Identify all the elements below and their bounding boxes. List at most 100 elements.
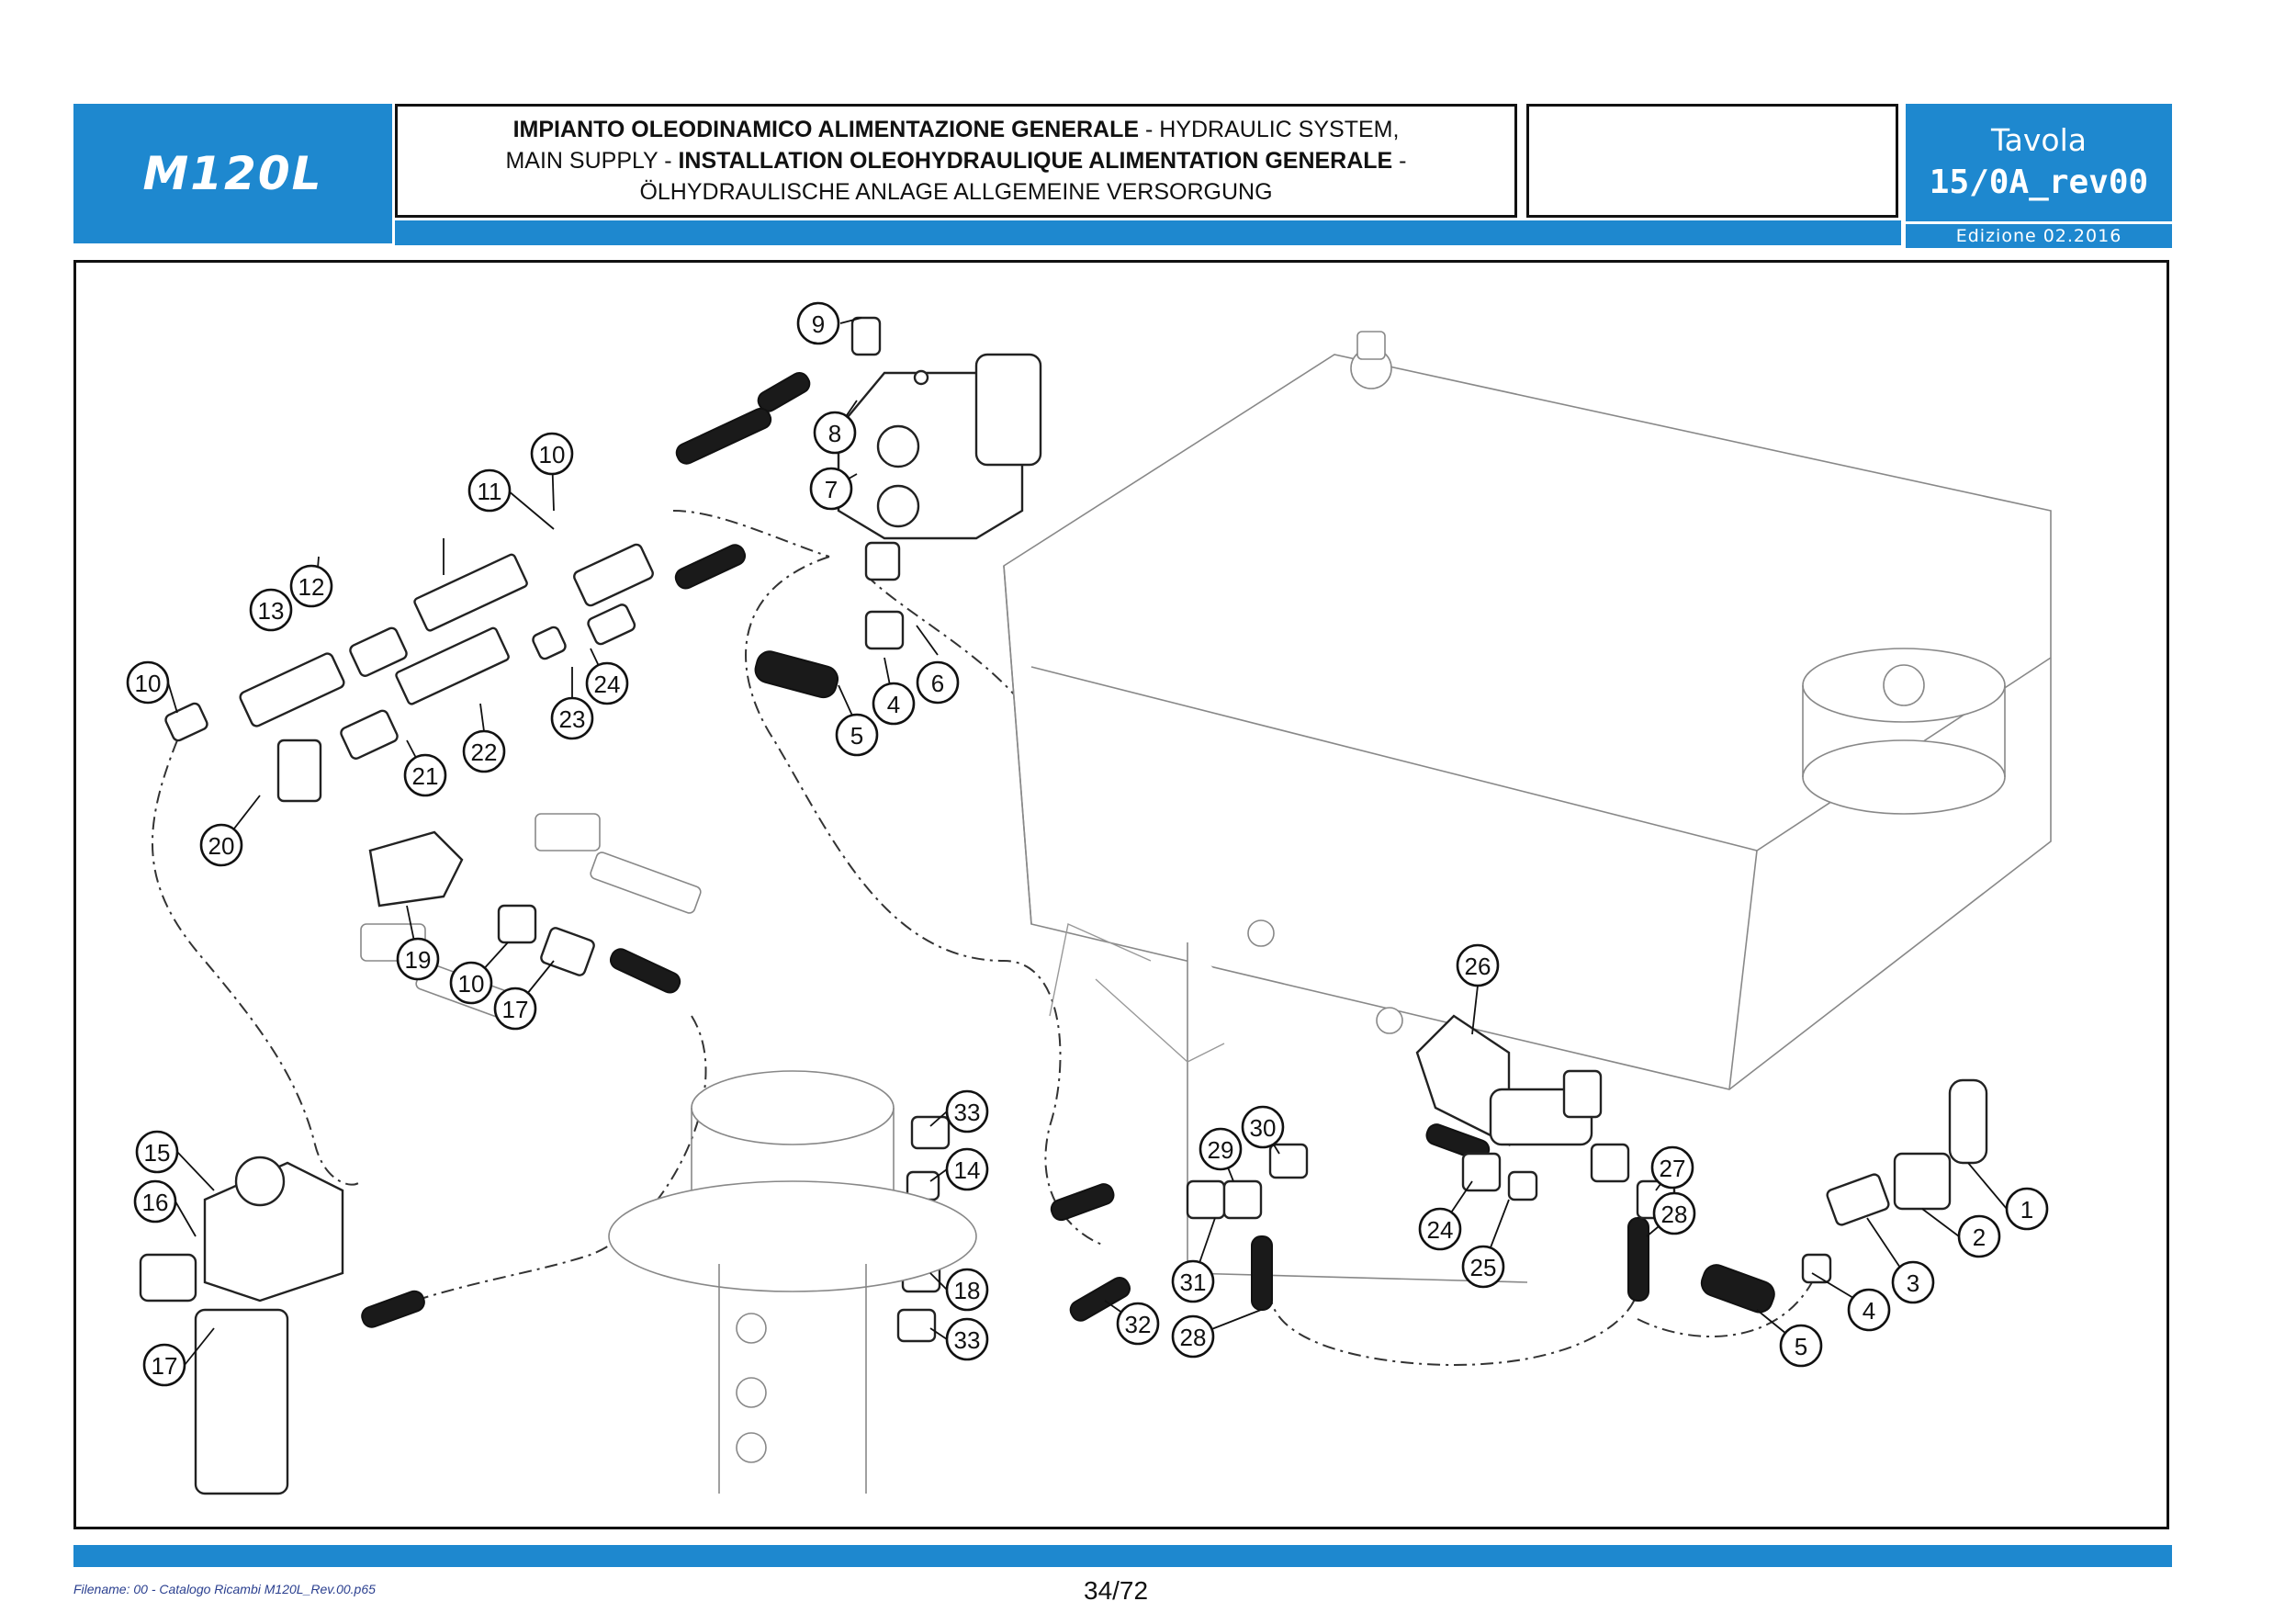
svg-text:20: 20 bbox=[208, 832, 235, 860]
svg-text:27: 27 bbox=[1660, 1155, 1686, 1182]
callout-6: 6 bbox=[916, 660, 960, 705]
svg-text:25: 25 bbox=[1470, 1254, 1497, 1281]
hose bbox=[1627, 1217, 1649, 1302]
hose bbox=[1069, 1277, 1131, 1322]
svg-text:33: 33 bbox=[954, 1099, 981, 1126]
svg-text:21: 21 bbox=[412, 762, 439, 790]
model-name: M120L bbox=[142, 147, 323, 200]
table-label: Tavola bbox=[1990, 122, 2088, 158]
hose-route-line bbox=[1269, 1291, 1638, 1367]
svg-text:17: 17 bbox=[152, 1352, 178, 1380]
svg-text:24: 24 bbox=[594, 671, 621, 698]
hose bbox=[1050, 1183, 1115, 1222]
callout-25: 25 bbox=[1461, 1245, 1505, 1289]
svg-text:33: 33 bbox=[954, 1326, 981, 1354]
page-title: IMPIANTO OLEODINAMICO ALIMENTAZIONE GENE… bbox=[395, 104, 1517, 218]
svg-text:13: 13 bbox=[258, 597, 285, 625]
table-code: 15/0A_rev00 bbox=[1929, 164, 2149, 201]
svg-text:18: 18 bbox=[954, 1277, 981, 1304]
title-line-3: ÖLHYDRAULISCHE ANLAGE ALLGEMEINE VERSORG… bbox=[639, 179, 1273, 205]
svg-text:14: 14 bbox=[954, 1156, 981, 1184]
svg-text:30: 30 bbox=[1250, 1114, 1277, 1142]
callout-5: 5 bbox=[1779, 1324, 1823, 1368]
callout-27: 27 bbox=[1650, 1145, 1694, 1190]
callout-23: 23 bbox=[550, 696, 594, 740]
svg-text:7: 7 bbox=[825, 476, 838, 503]
callout-9: 9 bbox=[796, 301, 840, 345]
callout-29: 29 bbox=[1199, 1127, 1243, 1171]
svg-text:23: 23 bbox=[559, 705, 586, 733]
hose bbox=[757, 372, 811, 412]
callout-24: 24 bbox=[1418, 1207, 1462, 1251]
svg-text:28: 28 bbox=[1661, 1201, 1688, 1228]
callout-4: 4 bbox=[872, 682, 916, 726]
title-line-1: IMPIANTO OLEODINAMICO ALIMENTAZIONE GENE… bbox=[512, 117, 1400, 142]
edition-text: Edizione 02.2016 bbox=[1955, 226, 2122, 246]
callout-18: 18 bbox=[945, 1268, 989, 1312]
svg-text:10: 10 bbox=[539, 441, 566, 468]
callout-14: 14 bbox=[945, 1147, 989, 1191]
callout-3: 3 bbox=[1891, 1260, 1935, 1304]
title-underline-bar bbox=[395, 220, 1901, 245]
callout-10: 10 bbox=[449, 961, 493, 1005]
callout-10: 10 bbox=[126, 660, 170, 705]
hose bbox=[361, 1290, 425, 1328]
table-id-badge: Tavola 15/0A_rev00 bbox=[1906, 104, 2172, 221]
svg-text:22: 22 bbox=[471, 739, 498, 766]
hose bbox=[1700, 1264, 1775, 1314]
callout-21: 21 bbox=[403, 753, 447, 797]
svg-text:5: 5 bbox=[850, 722, 863, 750]
page-number: 34/72 bbox=[1084, 1576, 1149, 1605]
callout-16: 16 bbox=[133, 1179, 177, 1224]
exploded-diagram: 9 8 7 10 11 12 13 10 6 4 5 24 23 22 21 2… bbox=[73, 260, 2169, 1529]
hose-route-line bbox=[1637, 1281, 1813, 1337]
callout-1: 1 bbox=[2005, 1187, 2049, 1231]
svg-text:16: 16 bbox=[142, 1189, 169, 1216]
svg-text:1: 1 bbox=[2020, 1196, 2033, 1224]
callout-19: 19 bbox=[396, 937, 440, 981]
callout-22: 22 bbox=[462, 729, 506, 773]
callout-33: 33 bbox=[945, 1317, 989, 1361]
callout-33: 33 bbox=[945, 1089, 989, 1133]
model-badge: M120L bbox=[73, 104, 392, 243]
callout-15: 15 bbox=[135, 1130, 179, 1174]
diagram-canvas: 9 8 7 10 11 12 13 10 6 4 5 24 23 22 21 2… bbox=[126, 301, 2052, 1495]
callout-26: 26 bbox=[1456, 943, 1500, 987]
footer-bar bbox=[73, 1545, 2172, 1567]
callout-28: 28 bbox=[1171, 1314, 1215, 1359]
svg-text:12: 12 bbox=[298, 573, 325, 601]
callout-11: 11 bbox=[467, 468, 512, 513]
callout-28: 28 bbox=[1652, 1191, 1696, 1235]
svg-text:31: 31 bbox=[1180, 1269, 1207, 1296]
hose bbox=[609, 948, 681, 994]
hose bbox=[754, 650, 839, 699]
hose-route-line bbox=[152, 739, 362, 1186]
svg-text:10: 10 bbox=[135, 670, 162, 697]
callout-17: 17 bbox=[142, 1343, 186, 1387]
svg-text:24: 24 bbox=[1427, 1216, 1454, 1244]
hose-route-line bbox=[672, 510, 830, 558]
callout-17: 17 bbox=[493, 987, 537, 1031]
svg-text:26: 26 bbox=[1465, 953, 1491, 980]
svg-text:28: 28 bbox=[1180, 1324, 1207, 1351]
callout-30: 30 bbox=[1241, 1105, 1285, 1149]
callout-31: 31 bbox=[1171, 1259, 1215, 1303]
filter-assembly bbox=[139, 1156, 344, 1495]
svg-text:8: 8 bbox=[828, 420, 841, 447]
svg-text:19: 19 bbox=[405, 946, 432, 974]
callout-8: 8 bbox=[813, 411, 857, 455]
svg-text:9: 9 bbox=[812, 310, 825, 338]
hose-route-line bbox=[745, 556, 1106, 1246]
svg-text:17: 17 bbox=[502, 996, 529, 1023]
valve-assembly bbox=[1415, 1014, 1603, 1146]
hose bbox=[675, 407, 772, 465]
callout-10: 10 bbox=[530, 432, 574, 476]
callout-12: 12 bbox=[289, 564, 333, 608]
svg-text:3: 3 bbox=[1907, 1269, 1919, 1297]
callout-13: 13 bbox=[249, 588, 293, 632]
hose-route-line bbox=[388, 1015, 707, 1311]
callout-2: 2 bbox=[1957, 1214, 2001, 1258]
svg-text:2: 2 bbox=[1973, 1224, 1986, 1251]
svg-text:4: 4 bbox=[1863, 1297, 1875, 1325]
hose bbox=[674, 544, 747, 590]
